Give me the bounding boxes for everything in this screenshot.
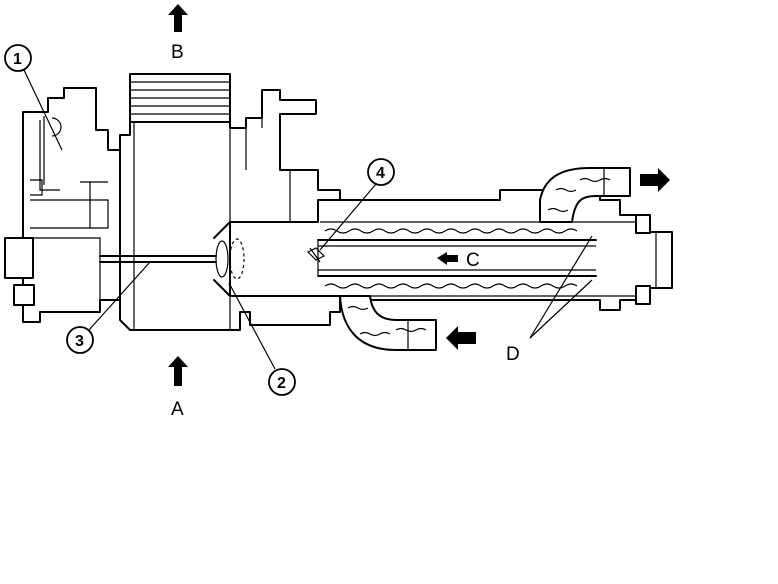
- callout-1: 1: [4, 44, 63, 151]
- callout-2: 2: [228, 282, 296, 396]
- leader-d-lower: [529, 279, 593, 339]
- label-d: D: [506, 344, 520, 365]
- svg-text:4: 4: [376, 165, 385, 182]
- leader-d-upper: [529, 235, 593, 339]
- svg-text:1: 1: [13, 51, 22, 68]
- svg-text:2: 2: [277, 375, 286, 392]
- label-a: A: [171, 399, 184, 420]
- actuator-housing: [4, 87, 121, 323]
- flow-arrow-c-icon: [437, 252, 458, 265]
- flow-arrow-b-icon: [168, 4, 188, 32]
- flow-arrow-a-icon: [168, 356, 188, 386]
- coolant-in-arrow-icon: [446, 326, 476, 350]
- label-c: C: [466, 250, 480, 271]
- svg-text:3: 3: [75, 333, 84, 350]
- coolant-hose-inlet: [339, 295, 437, 351]
- callout-3: 3: [66, 261, 151, 354]
- label-b: B: [171, 42, 184, 63]
- callout-4: 4: [319, 158, 395, 251]
- coolant-hose-outlet: [539, 167, 631, 223]
- coolant-out-arrow-icon: [640, 168, 670, 192]
